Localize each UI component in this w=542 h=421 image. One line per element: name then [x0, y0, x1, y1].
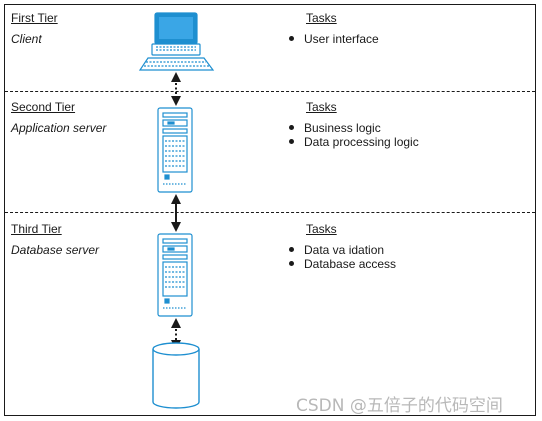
task-item: Data va idation — [286, 243, 396, 257]
task-item: Data processing logic — [286, 135, 419, 149]
task-item: Business logic — [286, 121, 419, 135]
tier-divider — [5, 212, 535, 213]
tier-1-tasks-heading: Tasks — [306, 11, 337, 25]
watermark: CSDN @五倍子的代码空间 — [296, 396, 503, 416]
server-icon — [157, 107, 193, 193]
computer-icon — [138, 12, 215, 71]
diagram-frame — [4, 4, 536, 416]
server-icon — [157, 233, 193, 317]
tier-1-task-list: User interface — [286, 32, 379, 46]
database-icon — [152, 342, 200, 409]
tier-3-tasks-heading: Tasks — [306, 222, 337, 236]
task-item: User interface — [286, 32, 379, 46]
tier-3-role: Database server — [11, 243, 100, 257]
tier-3-task-list: Data va idation Database access — [286, 243, 396, 271]
tier-2-name: Second Tier — [11, 100, 76, 114]
tier-3-name: Third Tier — [11, 222, 62, 236]
tier-1-name: First Tier — [11, 11, 58, 25]
tier-2-tasks-heading: Tasks — [306, 100, 337, 114]
tier-divider — [5, 91, 535, 92]
tier-2-task-list: Business logic Data processing logic — [286, 121, 419, 149]
task-item: Database access — [286, 257, 396, 271]
tier-1-role: Client — [11, 32, 42, 46]
tier-2-role: Application server — [11, 121, 107, 135]
